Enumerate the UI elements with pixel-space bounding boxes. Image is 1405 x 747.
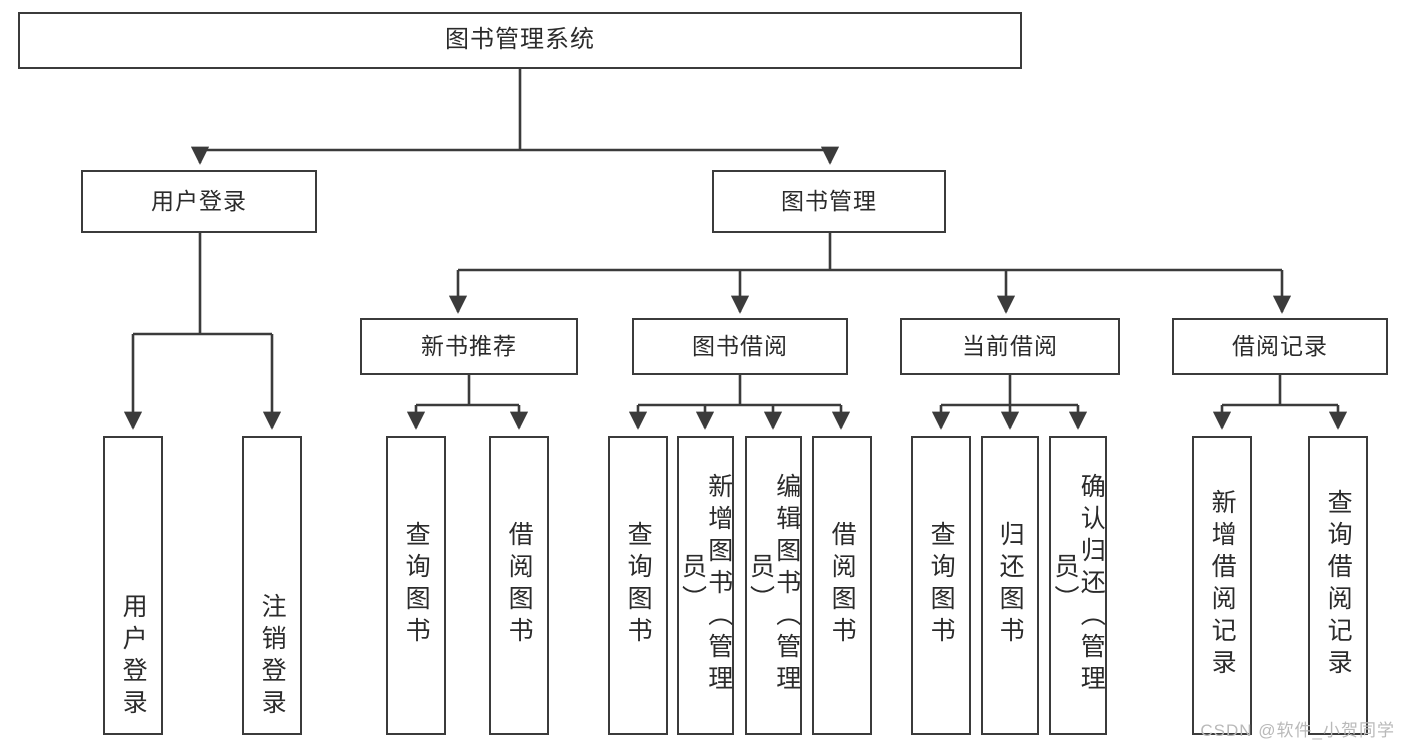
node-leaf-query-book-borrow[interactable]: 查询图书 <box>608 436 668 735</box>
node-root-book-management-system[interactable]: 图书管理系统 <box>18 12 1022 69</box>
node-leaf-logout-login[interactable]: 注销登录 <box>242 436 302 735</box>
node-leaf-confirm-return-admin[interactable]: 确认归还（管理员） <box>1049 436 1107 735</box>
node-leaf-add-borrow-record[interactable]: 新增借阅记录 <box>1192 436 1252 735</box>
node-module-book-management[interactable]: 图书管理 <box>712 170 946 233</box>
node-leaf-query-borrow-record[interactable]: 查询借阅记录 <box>1308 436 1368 735</box>
node-leaf-borrow-book-recommend[interactable]: 借阅图书 <box>489 436 549 735</box>
node-leaf-borrow-book[interactable]: 借阅图书 <box>812 436 872 735</box>
node-leaf-user-login[interactable]: 用户登录 <box>103 436 163 735</box>
node-module-user-login[interactable]: 用户登录 <box>81 170 317 233</box>
node-leaf-add-book-admin[interactable]: 新增图书（管理员） <box>677 436 734 735</box>
node-leaf-edit-book-admin[interactable]: 编辑图书（管理员） <box>745 436 802 735</box>
node-submodule-book-borrow[interactable]: 图书借阅 <box>632 318 848 375</box>
node-submodule-current-borrow[interactable]: 当前借阅 <box>900 318 1120 375</box>
node-submodule-borrow-record[interactable]: 借阅记录 <box>1172 318 1388 375</box>
node-leaf-query-book-recommend[interactable]: 查询图书 <box>386 436 446 735</box>
node-submodule-new-book-recommend[interactable]: 新书推荐 <box>360 318 578 375</box>
node-leaf-return-book[interactable]: 归还图书 <box>981 436 1039 735</box>
node-leaf-query-book-current[interactable]: 查询图书 <box>911 436 971 735</box>
